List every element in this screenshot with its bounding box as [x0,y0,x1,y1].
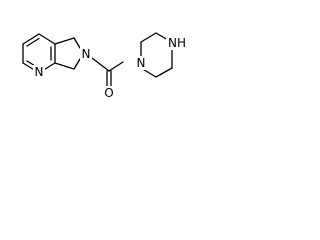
bond-c3-n2 [73,37,81,49]
carbonyl-group [91,57,124,87]
structure-diagram: N N O N NH [22,32,188,100]
atom-label-piperazine-n: N [137,56,146,70]
bond-c3a-c3 [54,37,75,45]
bond-c5-c4-double [26,37,40,47]
atom-label-carbonyl-o: O [104,86,113,100]
bond-c7a-c7 [54,62,75,70]
atom-pyridine-n: N [33,65,45,79]
bond-c5-c4 [22,33,40,45]
atom-pyrroline-n: N [80,47,92,61]
bond-n2-c-carbonyl [91,57,110,72]
atom-label-pyrroline-n: N [82,47,91,61]
atom-piperazine-nh: NH [166,36,188,50]
bond-c4-c3a-outer [38,33,56,45]
bond-c-n-piperazine [108,61,124,72]
atom-piperazine-n: N [135,56,147,70]
bond-c-c-top [140,32,157,43]
pyrroline-ring [54,37,81,70]
bond-c7-n2 [73,58,81,70]
atom-label-piperazine-nh: NH [168,36,186,50]
atom-carbonyl-o: O [103,86,115,100]
bond-c-c-bottom [155,67,173,78]
atom-label-pyridine-n: N [35,65,44,79]
